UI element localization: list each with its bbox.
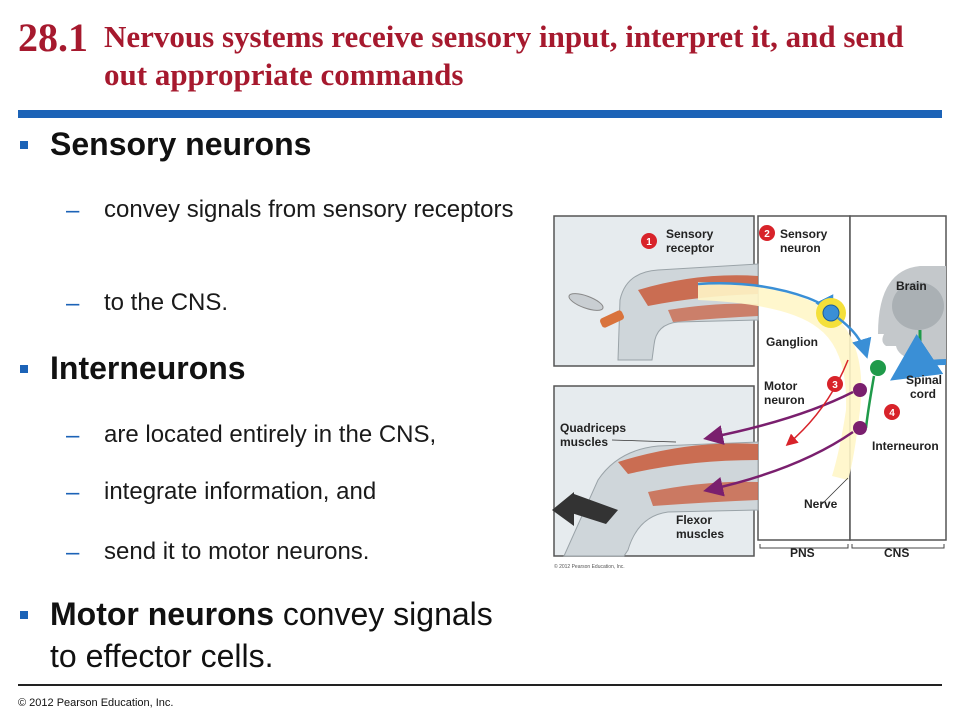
label-interneuron: Interneuron — [872, 439, 939, 453]
movement-arrow-icon — [562, 494, 618, 524]
label-quadriceps-1: Quadriceps — [560, 421, 626, 435]
reflex-hammer-icon — [568, 293, 604, 311]
bullet-heading-rest: convey signals — [273, 596, 493, 632]
sub-bullet: to the CNS. — [104, 289, 229, 316]
bullet-square-icon — [20, 611, 28, 619]
bullet-heading: Motor neurons convey signals — [50, 596, 493, 633]
step-badge-1: 1 — [641, 233, 657, 249]
sub-bullet: integrate information, and — [104, 478, 377, 505]
dash-icon: – — [66, 479, 80, 506]
slide-title-number: 28.1 — [18, 15, 88, 60]
cns-bracket — [851, 544, 945, 549]
quadriceps-lower-muscle — [618, 443, 758, 474]
dash-icon: – — [66, 290, 80, 317]
hamstring-upper-muscle — [668, 303, 758, 322]
svg-text:3: 3 — [832, 380, 838, 391]
label-motor-neuron-1: Motor — [764, 379, 798, 393]
nerve-band — [698, 282, 862, 480]
svg-text:4: 4 — [889, 408, 895, 419]
label-sensory-receptor-2: receptor — [666, 241, 714, 255]
label-sensory-neuron-1: Sensory — [780, 227, 828, 241]
ganglion-cell — [822, 304, 840, 322]
sub-bullet: are located entirely in the CNS, — [104, 421, 437, 448]
label-flexor-1: Flexor — [676, 513, 712, 527]
label-ganglion: Ganglion — [766, 335, 818, 349]
label-flexor-2: muscles — [676, 527, 724, 541]
footer-rule — [18, 684, 942, 686]
flexor-muscle — [648, 481, 758, 506]
motor-neuron-upper — [853, 383, 867, 397]
step-badge-2: 2 — [759, 225, 775, 241]
motor-path-lower — [703, 430, 854, 497]
label-quadriceps-2: muscles — [560, 435, 608, 449]
svg-text:2: 2 — [764, 229, 770, 240]
interneuron-path — [864, 375, 876, 429]
label-sensory-neuron-2: neuron — [780, 241, 821, 255]
motor-neuron-lower — [853, 421, 867, 435]
label-spinal-cord-2: cord — [910, 387, 936, 401]
bullet-heading: Sensory neurons — [50, 126, 312, 162]
label-cns: CNS — [884, 546, 909, 560]
bullet-heading-continuation: to effector cells. — [50, 638, 274, 674]
sub-bullet: convey signals from sensory receptors — [104, 196, 514, 223]
footer-copyright: © 2012 Pearson Education, Inc. — [18, 697, 174, 709]
motor-path-upper — [703, 390, 854, 445]
reflex-arc-diagram: 1 2 3 4 Sensory receptor Sensory neuron … — [552, 215, 947, 570]
bullet-heading-bold: Motor neurons — [50, 596, 274, 632]
label-pns: PNS — [790, 546, 815, 560]
label-nerve: Nerve — [804, 497, 838, 511]
sensory-to-cord-path — [837, 316, 872, 359]
slide-title: Nervous systems receive sensory input, i… — [104, 19, 904, 92]
label-sensory-receptor-1: Sensory — [666, 227, 714, 241]
sensory-return-path — [785, 359, 849, 446]
step-badge-4: 4 — [884, 404, 900, 420]
label-motor-neuron-2: neuron — [764, 393, 805, 407]
hammer-tip — [599, 310, 625, 328]
dash-icon: – — [66, 197, 80, 224]
pns-bracket — [759, 544, 849, 549]
bullet-heading: Interneurons — [50, 350, 246, 386]
label-spinal-cord-1: Spinal — [906, 373, 942, 387]
figure-copyright: © 2012 Pearson Education, Inc. — [554, 563, 625, 570]
dash-icon: – — [66, 422, 80, 449]
interneuron-cell — [870, 360, 886, 376]
bullet-square-icon — [20, 365, 28, 373]
spinal-cord-arrow — [890, 334, 947, 381]
label-brain: Brain — [896, 279, 927, 293]
bullet-square-icon — [20, 141, 28, 149]
dash-icon: – — [66, 539, 80, 566]
title-underline — [18, 110, 942, 118]
sub-bullet: send it to motor neurons. — [104, 538, 370, 565]
svg-text:1: 1 — [646, 237, 652, 248]
step-badge-3: 3 — [827, 376, 843, 392]
brain-shape — [892, 282, 944, 330]
